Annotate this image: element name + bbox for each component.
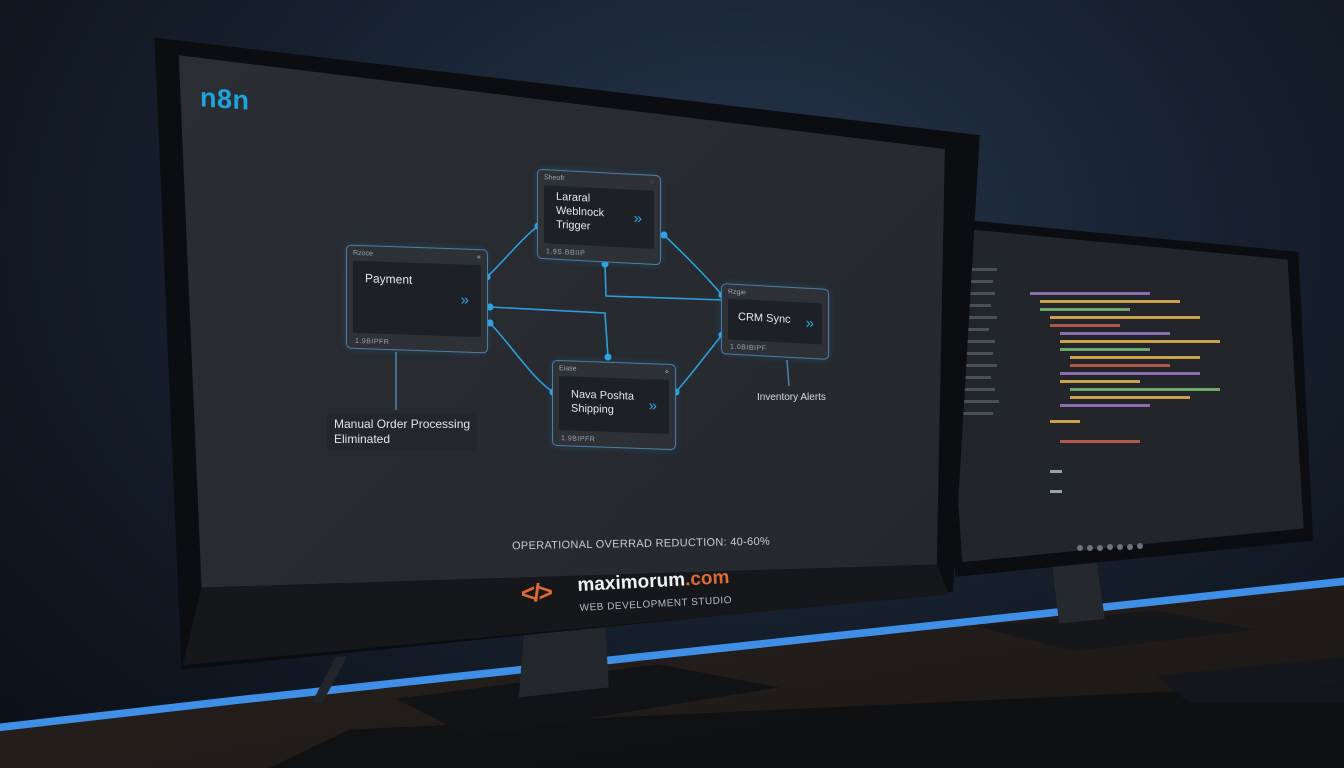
wire-crm-inventory	[786, 359, 790, 387]
node-header: Rzgie	[728, 288, 746, 297]
port-dot	[660, 231, 668, 239]
node-header: Rzoce	[353, 249, 373, 258]
port-dot	[604, 353, 612, 361]
node-nova-poshta-shipping[interactable]: Eiase ⋄ Nava Poshta Shipping » 1.9BIPFR	[552, 359, 676, 451]
node-crm-sync[interactable]: Rzgie CRM Sync » 1.0BIBIPF	[721, 283, 829, 360]
wire-trigger-to-crm	[663, 234, 723, 296]
node-body: Nava Poshta Shipping »	[559, 376, 669, 434]
node-title: Lararal Weblnock Trigger	[556, 190, 605, 233]
node-webhook-trigger[interactable]: Sheofr ◌ Lararal Weblnock Trigger » 1.9S…	[537, 168, 661, 266]
wire-trigger-down	[604, 263, 725, 301]
node-settings-icon[interactable]: ◌	[649, 178, 654, 186]
wire-payment-to-shipping-lower	[489, 322, 554, 393]
wire-payment-to-trigger	[486, 225, 539, 278]
chevron-right-icon[interactable]: »	[460, 291, 469, 309]
node-body: Payment »	[353, 260, 481, 338]
node-header: Sheofr	[544, 174, 565, 183]
chevron-right-icon[interactable]: »	[805, 314, 814, 332]
brand-name-prefix: maximorum	[576, 569, 686, 596]
node-title: Payment	[365, 271, 413, 287]
node-settings-icon[interactable]: ⋄	[664, 368, 669, 376]
node-settings-icon[interactable]: ⋄	[476, 254, 481, 262]
node-payment[interactable]: Rzoce ⋄ Payment » 1.9BIPFR	[346, 244, 488, 354]
callout-manual-order: Manual Order Processing Eliminated	[327, 413, 478, 451]
node-footer: 1.9BIPFR	[561, 435, 596, 444]
port-dot	[486, 303, 494, 311]
chevron-right-icon[interactable]: »	[648, 397, 657, 415]
code-brackets-icon: </>	[520, 578, 552, 608]
node-footer: 1.9S.BBIIP	[546, 248, 586, 258]
port-dot	[486, 319, 494, 327]
brand-name-suffix: .com	[684, 567, 730, 591]
node-body: Lararal Weblnock Trigger »	[544, 185, 654, 249]
wire-payment-to-shipping	[489, 306, 609, 358]
node-body: CRM Sync »	[728, 298, 822, 345]
side-monitor-taskbar	[1077, 543, 1143, 551]
chevron-right-icon[interactable]: »	[633, 209, 642, 228]
node-title: CRM Sync	[738, 311, 791, 326]
inventory-alerts-label: Inventory Alerts	[757, 392, 826, 403]
node-title: Nava Poshta Shipping	[571, 388, 634, 416]
node-footer: 1.0BIBIPF	[730, 343, 767, 353]
node-footer: 1.9BIPFR	[355, 337, 390, 347]
code-editor-sidebar	[955, 268, 999, 415]
node-header: Eiase	[559, 365, 577, 373]
code-editor-lines	[1030, 292, 1220, 493]
wire-shipping-to-crm	[675, 334, 723, 393]
